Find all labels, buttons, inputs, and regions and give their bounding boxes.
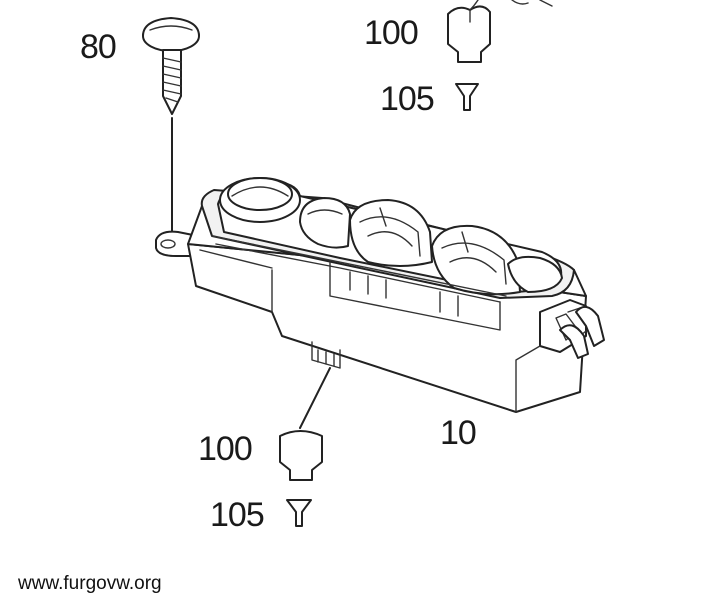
watermark-url: www.furgovw.org (18, 573, 162, 594)
callout-screw-80: 80 (80, 28, 117, 66)
callout-switch-unit-10: 10 (440, 414, 477, 452)
top-edge-fragment (511, 0, 553, 7)
top-connector-plug-icon (447, 0, 491, 63)
callout-bottom-plug-100: 100 (198, 430, 253, 468)
callout-top-plug-100: 100 (364, 14, 419, 52)
bottom-terminal-pin-icon (286, 499, 312, 527)
top-terminal-pin-icon (455, 83, 479, 111)
screw-icon (142, 17, 200, 233)
bottom-leader-line (299, 367, 331, 429)
window-switch-icon (155, 177, 605, 413)
bottom-connector-plug-icon (279, 430, 323, 481)
callout-top-pin-105: 105 (380, 80, 435, 118)
callout-bottom-pin-105: 105 (210, 496, 265, 534)
